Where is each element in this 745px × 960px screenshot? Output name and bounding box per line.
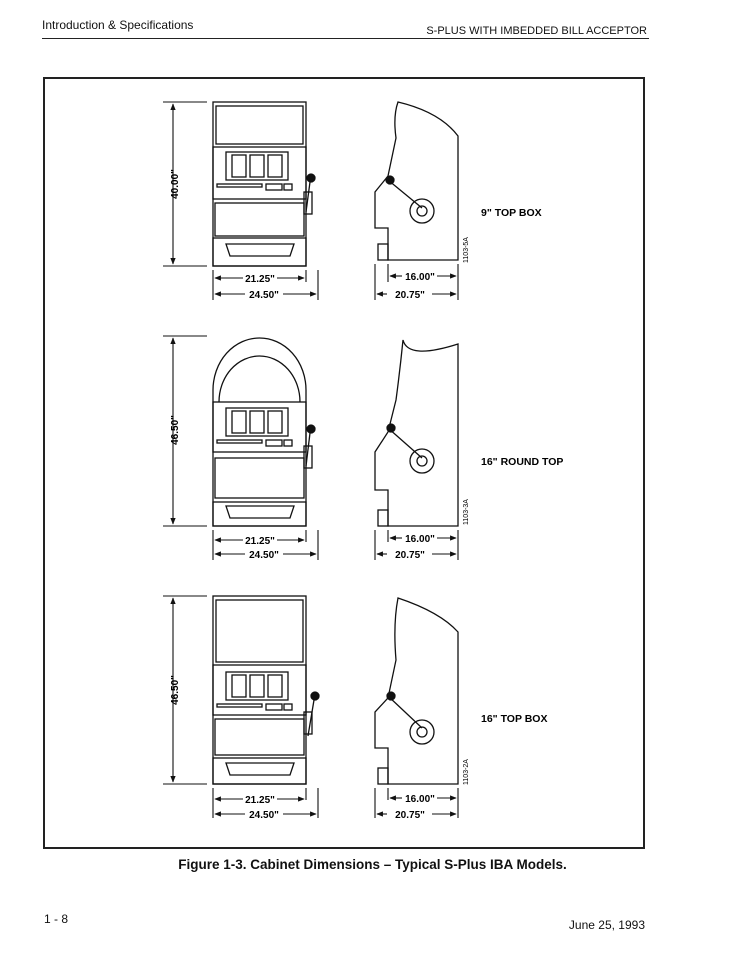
model-9-top-box: 40.00" 21.25" 24.50" 16.00" 20.75" 1103-…: [163, 101, 542, 301]
header-manual-title: S-PLUS WITH IMBEDDED BILL ACCEPTOR: [426, 25, 647, 37]
depth-outer-label: 20.75": [395, 810, 425, 821]
width-inner-label: 21.25": [245, 795, 275, 806]
dimension-lines: [163, 595, 459, 818]
front-view: [212, 101, 316, 267]
depth-inner-label: 16.00": [405, 272, 435, 283]
dimension-lines: [163, 101, 459, 300]
header-rule: [42, 38, 649, 39]
depth-inner-label: 16.00": [405, 534, 435, 545]
width-inner-label: 21.25": [245, 274, 275, 285]
width-outer-label: 24.50": [249, 550, 279, 561]
width-outer-label: 24.50": [249, 810, 279, 821]
dimension-lines: [163, 335, 459, 560]
front-view: [212, 337, 316, 527]
height-label: 40.00": [170, 169, 181, 199]
header-section-title: Introduction & Specifications: [42, 18, 194, 32]
model-16-round-top: 46.50" 21.25" 24.50" 16.00" 20.75" 1103-…: [163, 335, 563, 561]
side-view: [374, 101, 459, 261]
drawing-id: 1103-2A: [463, 759, 470, 785]
model-label: 16" ROUND TOP: [481, 456, 563, 468]
model-16-top-box: 46.50" 21.25" 24.50" 16.00" 20.75" 1103-…: [163, 595, 547, 821]
side-view: [374, 339, 459, 527]
side-view: [374, 597, 459, 785]
depth-inner-label: 16.00": [405, 794, 435, 805]
model-label: 9" TOP BOX: [481, 207, 542, 219]
publication-date: June 25, 1993: [568, 918, 645, 932]
figure-frame: [43, 77, 645, 849]
height-label: 46.50": [170, 415, 181, 445]
front-view: [212, 595, 320, 785]
figure-caption: Figure 1-3. Cabinet Dimensions – Typical…: [178, 857, 567, 872]
page-number: 1 - 8: [44, 912, 69, 926]
width-inner-label: 21.25": [245, 536, 275, 547]
depth-outer-label: 20.75": [395, 290, 425, 301]
drawing-id: 1103-5A: [463, 237, 470, 263]
drawing-id: 1103-3A: [463, 499, 470, 525]
width-outer-label: 24.50": [249, 290, 279, 301]
model-label: 16" TOP BOX: [481, 713, 547, 725]
depth-outer-label: 20.75": [395, 550, 425, 561]
height-label: 46.50": [170, 675, 181, 705]
